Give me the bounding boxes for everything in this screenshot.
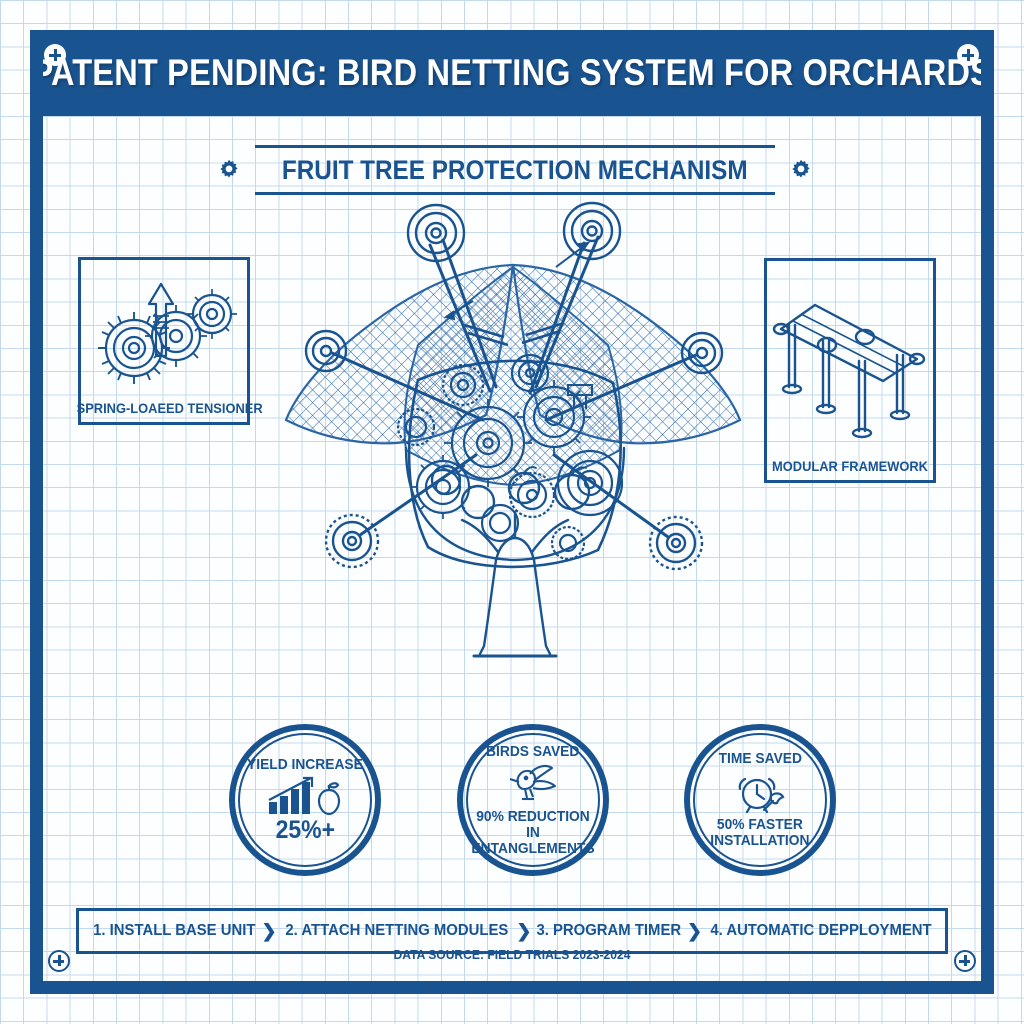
stat-title: BIRDS SAVED [486,742,580,760]
data-source-note: DATA SOURCE: FIELD TRIALS 2023-2024 [393,947,631,962]
stat-value: 90% REDUCTION IN ENTANGLEMENTS [471,808,595,857]
stat-title: YIELD INCREASE [247,756,363,773]
step-item[interactable]: 1. INSTALL BASE UNIT [93,922,256,939]
callout-label: SPRING-LOAEED TENSIONER [76,400,263,416]
isometric-frame-structure-icon [767,261,933,454]
stat-ring-inner [238,733,372,867]
step-item[interactable]: 2. ATTACH NETTING MODULES [285,922,508,939]
stat-ring-outer [229,724,381,876]
bar-chart-growth-and-apple-icon [267,776,343,816]
screw-plus-icon [44,44,66,66]
stat-ring-inner [466,733,600,867]
step-item[interactable]: 4. AUTOMATIC DEPPLOYMENT [710,922,932,939]
bird-netting-mechanism-diagram [268,201,758,675]
callout-label: MODULAR FRAMEWORK [772,458,928,474]
bird-icon [506,762,560,808]
gear-icon [216,158,242,184]
stat-yield-increase: YIELD INCREASE [229,724,381,876]
screw-plus-icon [957,44,979,66]
subtitle-rule-top [255,145,775,148]
installation-steps-bar: 1. INSTALL BASE UNIT ❯ 2. ATTACH NETTING… [76,908,948,954]
stat-ring-inner [693,733,827,867]
gear-icon [788,158,814,184]
stat-ring-outer [457,724,609,876]
stat-ring-outer [684,724,836,876]
subtitle-banner: FRUIT TREE PROTECTION MECHANISM [220,145,810,195]
callout-modular-framework: MODULAR FRAMEWORK [764,258,936,483]
page-title: PATENT PENDING: BIRD NETTING SYSTEM FOR … [31,52,993,93]
stat-time-saved: TIME SAVED 50% FASTER INSTALLATION [684,724,836,876]
step-item[interactable]: 3. PROGRAM TIMER [536,922,682,939]
stat-birds-saved: BIRDS SAVED 90% REDUCTION IN ENTANGLEMEN… [457,724,609,876]
subtitle-text: FRUIT TREE PROTECTION MECHANISM [282,155,748,185]
stat-value: 50% FASTER INSTALLATION [710,816,810,849]
screw-plus-icon [48,950,70,972]
stat-value: 25%+ [275,815,335,844]
screw-plus-icon [954,950,976,972]
header-band: PATENT PENDING: BIRD NETTING SYSTEM FOR … [30,30,994,116]
callout-spring-loaded-tensioner: SPRING-LOAEED TENSIONER [76,257,263,425]
alarm-clock-wrench-icon [733,770,787,816]
subtitle-rule-bottom [255,192,775,195]
gears-with-up-arrow-icon [81,260,247,396]
chevron-right-icon: ❯ [516,920,532,941]
chevron-right-icon: ❯ [686,920,703,941]
stat-title: TIME SAVED [718,750,802,768]
fruit-tree-illustration [400,440,630,680]
chevron-right-icon: ❯ [261,920,277,941]
